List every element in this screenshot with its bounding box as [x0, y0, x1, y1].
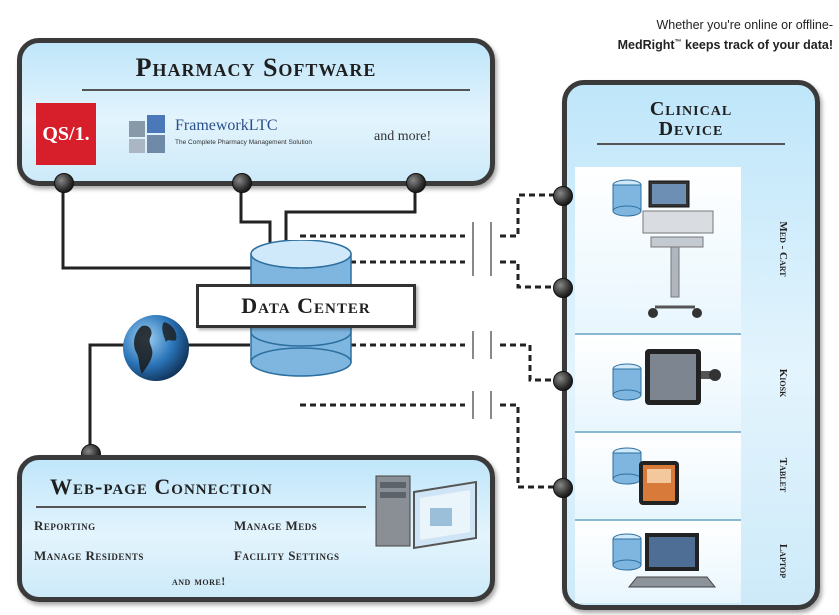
title-divider: [36, 506, 366, 508]
web-item-manage-residents: Manage Residents: [34, 548, 144, 563]
framework-name: FrameworkLTC: [175, 117, 278, 134]
device-label-med-cart: Med - Cart: [777, 221, 789, 277]
title-divider: [597, 143, 785, 145]
data-center-label-box: Data Center: [196, 284, 416, 328]
device-cell-laptop: [575, 521, 741, 603]
pharmacy-software-panel: Pharmacy Software QS/1. FrameworkLTC The…: [17, 38, 495, 186]
computer-icon: [375, 475, 477, 550]
device-cell-tablet: [575, 433, 741, 521]
laptop-icon: [612, 533, 717, 588]
title-divider: [82, 89, 470, 91]
device-label-laptop: Laptop: [777, 543, 789, 579]
framework-puzzle-icon: [129, 115, 165, 153]
connector-node: [54, 173, 74, 193]
clinical-device-title: Clinical Device: [567, 99, 815, 139]
globe-icon: [123, 315, 189, 381]
web-item-reporting: Reporting: [34, 518, 96, 533]
tagline: Whether you're online or offline- MedRig…: [473, 16, 833, 54]
connector-node: [553, 371, 573, 391]
web-item-facility-settings: Facility Settings: [234, 548, 340, 563]
device-label-tablet: Tablet: [777, 457, 789, 493]
device-cell-kiosk: [575, 335, 741, 433]
connector-node: [406, 173, 426, 193]
connector-node: [553, 186, 573, 206]
data-center-label: Data Center: [241, 293, 371, 318]
framework-tagline: The Complete Pharmacy Management Solutio…: [175, 139, 312, 146]
kiosk-icon: [612, 349, 721, 405]
web-and-more: and more!: [172, 574, 226, 588]
tablet-icon: [612, 447, 679, 505]
clinical-title-line-1: Clinical: [649, 98, 733, 120]
tagline-line-2: MedRight™ keeps track of your data!: [617, 38, 833, 53]
pharmacy-and-more: and more!: [374, 129, 432, 144]
connector-node: [553, 478, 573, 498]
connector-node: [232, 173, 252, 193]
device-label-kiosk: Kiosk: [777, 368, 789, 398]
qs1-logo: QS/1.: [36, 103, 96, 165]
med-cart-icon: [612, 179, 714, 318]
connector-node: [553, 278, 573, 298]
pharmacy-software-title: Pharmacy Software: [135, 53, 377, 82]
web-page-connection-panel: Web-page Connection Reporting Manage Med…: [17, 455, 495, 602]
web-page-connection-title: Web-page Connection: [50, 474, 273, 499]
clinical-device-panel: Clinical Device: [562, 80, 820, 610]
clinical-title-line-2: Device: [658, 118, 724, 140]
tagline-line-1: Whether you're online or offline-: [656, 18, 833, 32]
frameworkltc-logo: FrameworkLTC The Complete Pharmacy Manag…: [127, 113, 367, 161]
device-cell-med-cart: [575, 167, 741, 335]
web-item-manage-meds: Manage Meds: [234, 518, 318, 533]
